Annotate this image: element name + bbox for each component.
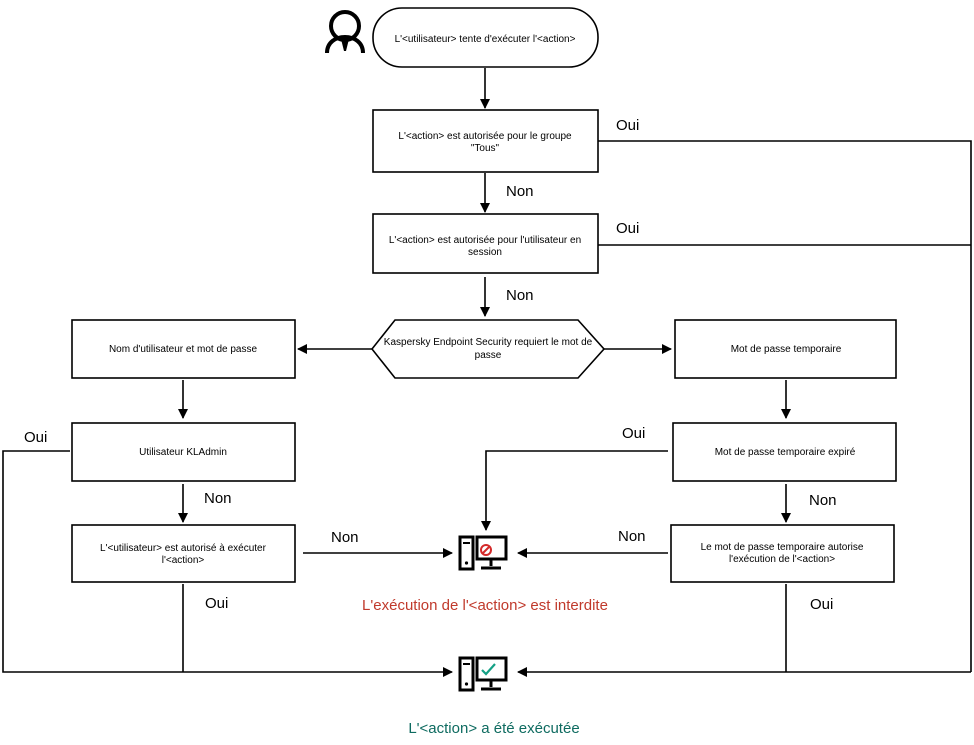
user-icon <box>325 10 365 54</box>
edges <box>2 68 972 677</box>
session-user-node: L'<action> est autorisée pour l'utilisat… <box>372 213 599 274</box>
temp-authorizes-node: Le mot de passe temporaire autorise l'ex… <box>670 524 895 583</box>
label-group-yes: Oui <box>616 117 639 134</box>
username-password-text: Nom d'utilisateur et mot de passe <box>109 344 258 355</box>
label-expired-no: Non <box>809 492 837 509</box>
label-kladmin-no: Non <box>204 490 232 507</box>
username-password-node: Nom d'utilisateur et mot de passe <box>71 319 296 379</box>
computer-forbidden-icon <box>458 535 508 571</box>
temp-password-node: Mot de passe temporaire <box>674 319 897 379</box>
requires-password-line-1: Kaspersky Endpoint Security requiert le … <box>384 337 593 348</box>
label-authorizes-yes: Oui <box>810 596 833 613</box>
label-kladmin-yes: Oui <box>24 429 47 446</box>
label-session-yes: Oui <box>616 220 639 237</box>
kladmin-node: Utilisateur KLAdmin <box>71 422 296 482</box>
user-authorized-line-1: L'<utilisateur> est autorisé à exécuter <box>100 543 267 554</box>
group-all-node: L'<action> est autorisée pour le groupe … <box>372 109 599 173</box>
label-authorized-yes: Oui <box>205 595 228 612</box>
computer-check-icon <box>458 656 508 692</box>
temp-expired-text: Mot de passe temporaire expiré <box>715 447 856 458</box>
temp-password-text: Mot de passe temporaire <box>731 344 842 355</box>
label-group-no: Non <box>506 183 534 200</box>
label-session-no: Non <box>506 287 534 304</box>
requires-password-line-2: passe <box>475 350 502 361</box>
edge-kladmin-yes <box>2 450 453 677</box>
label-expired-yes: Oui <box>622 425 645 442</box>
group-all-line-1: L'<action> est autorisée pour le groupe <box>398 131 572 142</box>
kladmin-text: Utilisateur KLAdmin <box>139 447 227 458</box>
user-authorized-node: L'<utilisateur> est autorisé à exécuter … <box>71 524 296 583</box>
edge-labels: Oui Non Oui Non Oui Non Non Oui Oui Non … <box>24 117 837 613</box>
user-authorized-line-2: l'<action> <box>162 555 205 566</box>
outcome-executed: L'<action> a été exécutée <box>408 720 579 737</box>
group-all-line-2: "Tous" <box>471 143 500 154</box>
edge-group-yes-rail <box>598 140 972 672</box>
temp-authorizes-line-2: l'exécution de l'<action> <box>729 554 835 565</box>
requires-password-node: Kaspersky Endpoint Security requiert le … <box>370 319 606 379</box>
session-user-line-1: L'<action> est autorisée pour l'utilisat… <box>389 235 581 246</box>
session-user-line-2: session <box>468 247 502 258</box>
outcome-forbidden: L'exécution de l'<action> est interdite <box>362 597 608 614</box>
temp-authorizes-line-1: Le mot de passe temporaire autorise <box>701 542 864 553</box>
label-authorized-no: Non <box>331 529 359 546</box>
label-authorizes-no: Non <box>618 528 646 545</box>
start-node: L'<utilisateur> tente d'exécuter l'<acti… <box>372 7 599 68</box>
start-node-text: L'<utilisateur> tente d'exécuter l'<acti… <box>395 34 576 45</box>
edge-expired-yes <box>481 450 668 531</box>
temp-expired-node: Mot de passe temporaire expiré <box>672 422 897 482</box>
